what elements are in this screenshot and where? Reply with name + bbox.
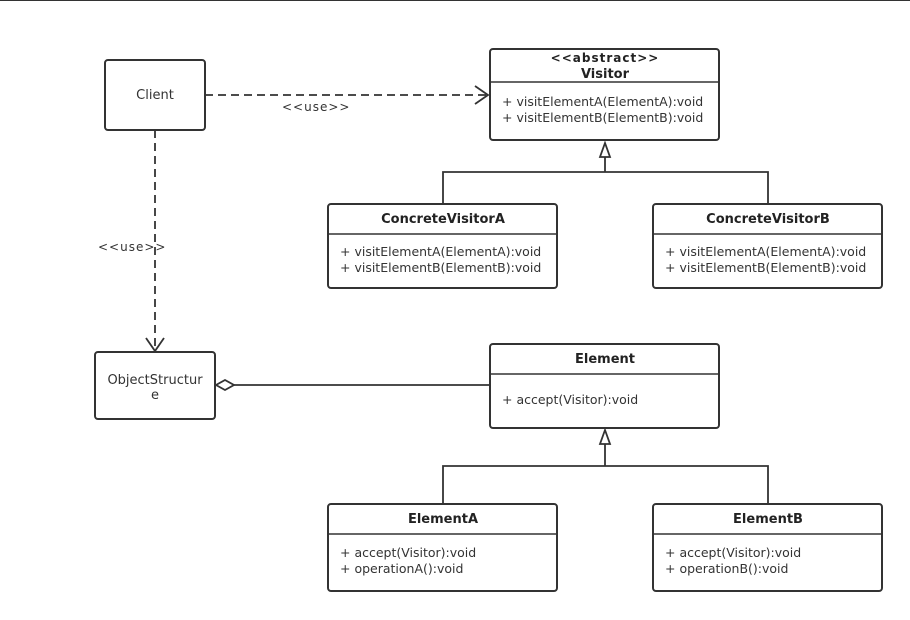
method-item: + visitElementB(ElementB):void	[665, 260, 866, 275]
class-name: Client	[136, 88, 174, 103]
class-box	[489, 343, 720, 429]
class-name: Visitor	[581, 67, 630, 82]
class-box	[104, 59, 206, 131]
open-arrowhead-icon	[474, 85, 490, 105]
hollow-triangle-icon	[598, 427, 612, 445]
method-item: + operationA():void	[340, 561, 463, 576]
class-concrete-visitor-a[interactable]: ConcreteVisitorA + visitElementA(Element…	[327, 203, 558, 289]
relation-client-uses-object-structure: <<use>>	[98, 130, 166, 353]
class-box	[652, 503, 883, 592]
class-box	[652, 203, 883, 289]
method-item: + visitElementB(ElementB):void	[502, 110, 703, 125]
method-item: + visitElementA(ElementA):void	[340, 244, 541, 259]
class-name: Element	[575, 352, 635, 367]
inheritance-connector	[442, 171, 769, 205]
class-element-b[interactable]: ElementB + accept(Visitor):void + operat…	[652, 503, 883, 592]
class-concrete-visitor-b[interactable]: ConcreteVisitorB + visitElementA(Element…	[652, 203, 883, 289]
class-name: ConcreteVisitorB	[706, 212, 830, 227]
method-item: + accept(Visitor):void	[665, 545, 801, 560]
method-item: + visitElementA(ElementA):void	[502, 94, 703, 109]
class-box	[327, 503, 558, 592]
method-item: + visitElementA(ElementA):void	[665, 244, 866, 259]
class-name: ConcreteVisitorA	[381, 212, 505, 227]
hollow-triangle-icon	[598, 140, 612, 158]
class-element[interactable]: Element + accept(Visitor):void	[489, 343, 720, 429]
class-box	[327, 203, 558, 289]
hollow-diamond-icon	[214, 378, 236, 392]
top-border-line	[0, 0, 910, 1]
stereotype-label: <<abstract>>	[551, 51, 660, 65]
relation-element-generalization	[442, 427, 769, 505]
class-element-a[interactable]: ElementA + accept(Visitor):void + operat…	[327, 503, 558, 592]
class-object-structure[interactable]: ObjectStructur e	[94, 351, 216, 420]
class-client[interactable]: Client	[104, 59, 206, 131]
method-item: + visitElementB(ElementB):void	[340, 260, 541, 275]
method-item: + accept(Visitor):void	[502, 392, 638, 407]
class-name-line-2: e	[151, 388, 159, 403]
inheritance-connector	[442, 465, 769, 505]
class-name-line-1: ObjectStructur	[107, 373, 203, 388]
use-label-horizontal: <<use>>	[282, 100, 350, 114]
class-visitor[interactable]: <<abstract>> Visitor + visitElementA(Ele…	[489, 48, 720, 141]
class-name: ElementB	[733, 512, 803, 527]
relation-object-structure-aggregates-element	[214, 378, 490, 392]
method-item: + accept(Visitor):void	[340, 545, 476, 560]
use-label-vertical: <<use>>	[98, 240, 166, 254]
class-box	[94, 351, 216, 420]
relation-visitor-generalization	[442, 140, 769, 205]
relation-client-uses-visitor: <<use>>	[205, 85, 490, 114]
class-box	[489, 48, 720, 141]
class-name: ElementA	[408, 512, 478, 527]
method-item: + operationB():void	[665, 561, 788, 576]
